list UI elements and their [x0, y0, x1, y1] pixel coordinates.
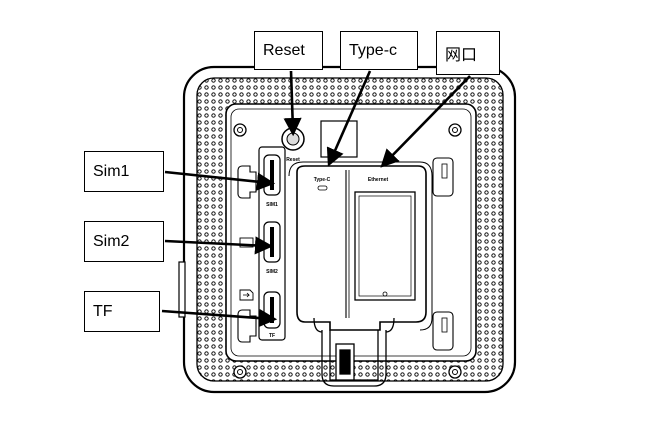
sim2-device-label: SIM2: [266, 269, 278, 275]
side-button: [178, 261, 186, 318]
sim1-callout-label: Sim1: [93, 162, 130, 180]
tf-callout: TF: [84, 291, 160, 332]
reset-callout-label: Reset: [263, 41, 305, 59]
sim1-arrow: [164, 170, 276, 191]
ethernet-device-label: Ethernet: [368, 177, 389, 183]
sim2-arrow: [164, 236, 274, 255]
ethernet-callout: 网口: [436, 31, 500, 75]
typec-device-label: Type-C: [314, 177, 331, 183]
sim2-callout-label: Sim2: [93, 232, 130, 250]
reset-callout: Reset: [254, 31, 323, 70]
sim1-device-label: SIM1: [266, 202, 278, 208]
typec-port: [317, 185, 328, 191]
mount-slot-top-right: [432, 157, 454, 197]
sim-card-icon: [239, 237, 254, 248]
tf-callout-label: TF: [93, 302, 113, 320]
mount-slot-bottom-right: [432, 311, 454, 351]
tf-device-label: TF: [269, 333, 275, 339]
typec-arrow: [326, 70, 372, 167]
ethernet-callout-label: 网口: [445, 47, 478, 64]
mount-slot-top-left: [237, 165, 257, 199]
screw-bottom-right: [448, 365, 462, 379]
sim2-callout: Sim2: [84, 221, 164, 262]
sim1-callout: Sim1: [84, 151, 164, 192]
cable-channel: [313, 317, 395, 387]
screw-top-left: [233, 123, 247, 137]
screw-bottom-left: [233, 365, 247, 379]
typec-callout-label: Type-c: [349, 41, 398, 59]
ethernet-arrow: [380, 75, 471, 168]
tf-arrow: [161, 308, 278, 328]
reset-arrow: [283, 70, 302, 137]
screw-top-right: [448, 123, 462, 137]
tf-card-icon: [239, 289, 254, 301]
reset-device-label: Reset: [286, 157, 300, 163]
ethernet-port: [354, 191, 416, 301]
typec-callout: Type-c: [340, 31, 418, 70]
